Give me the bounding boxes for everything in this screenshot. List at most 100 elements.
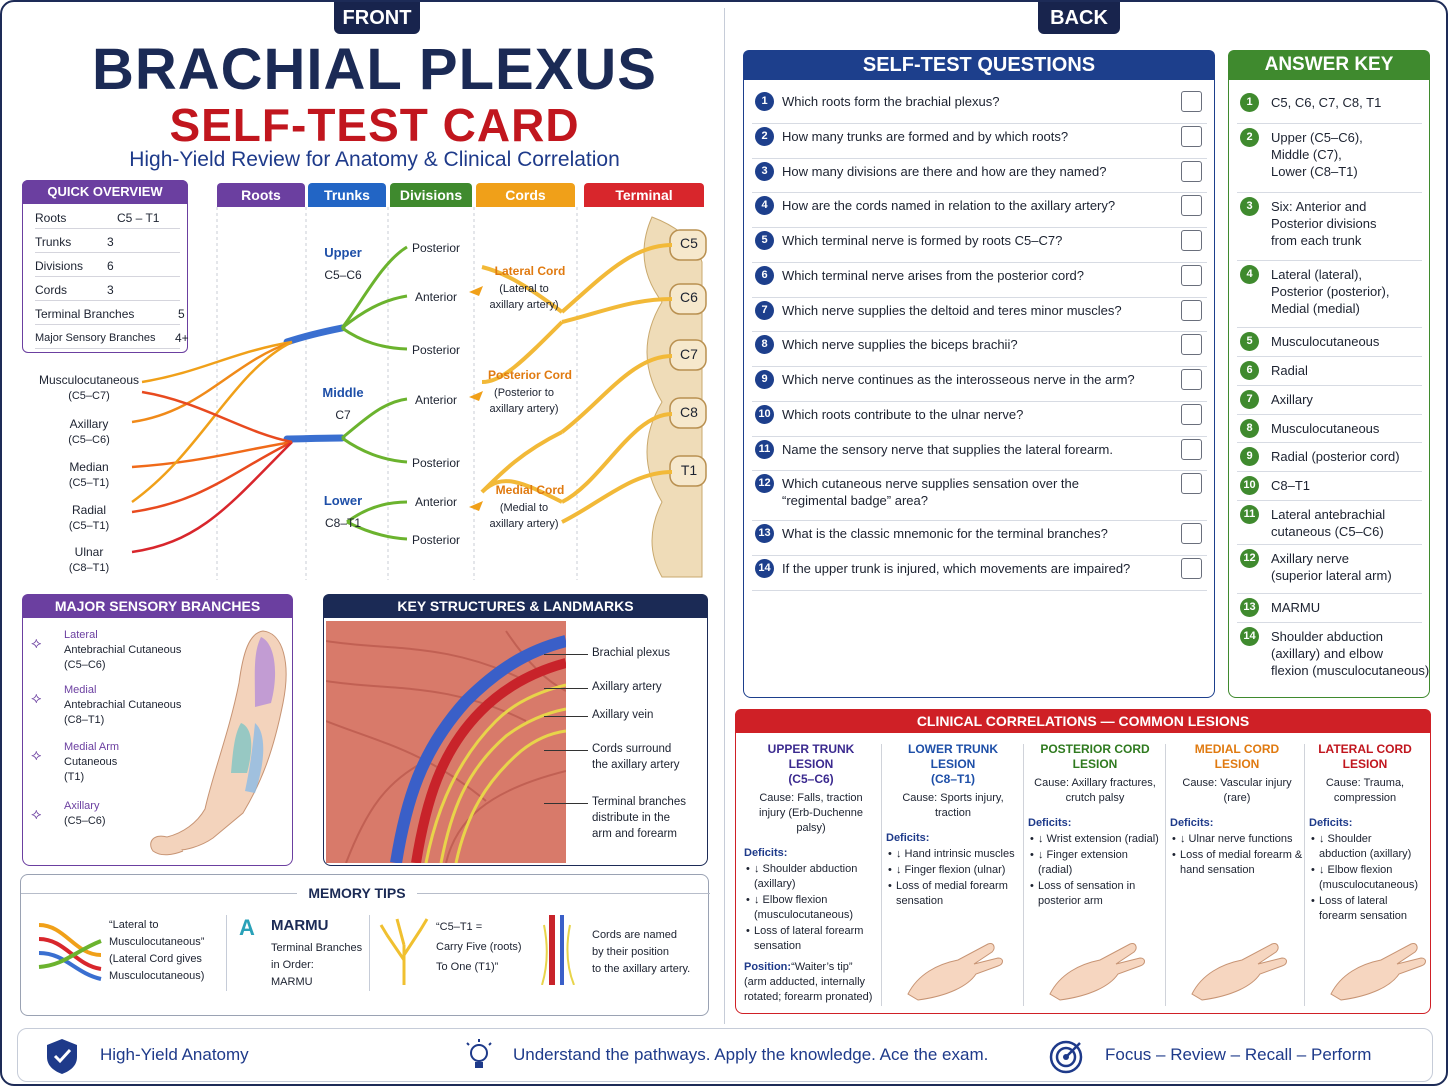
answer-text: Axillary: [1271, 391, 1313, 408]
question-text: Name the sensory nerve that supplies the…: [782, 441, 1113, 458]
question-checkbox[interactable]: [1181, 404, 1202, 425]
question-checkbox[interactable]: [1181, 334, 1202, 355]
question-checkbox[interactable]: [1181, 230, 1202, 251]
vertebra-label: C5: [680, 235, 698, 251]
lesion-column: LOWER TRUNK LESION(C8–T1)Cause: Sports i…: [886, 742, 1020, 1002]
question-text: Which cutaneous nerve supplies sensation…: [782, 475, 1079, 509]
question-checkbox[interactable]: [1181, 265, 1202, 286]
sensory-line: Antebrachial Cutaneous: [64, 699, 182, 711]
deficit-item: ↓ Finger extension (radial): [1028, 848, 1162, 878]
memory-tip3: “C5–T1 =Carry Five (roots)To One (T1)”: [436, 917, 522, 977]
question-text: If the upper trunk is injured, which mov…: [782, 560, 1130, 577]
cord-desc: (Posterior to: [494, 387, 554, 399]
memory-line: “C5–T1 =: [436, 921, 483, 933]
arm-illustration: [150, 630, 287, 856]
question-number: 11: [755, 440, 774, 459]
question-line: “regimental badge” area?: [782, 493, 928, 508]
overview-value: 3: [107, 235, 114, 249]
question-number: 4: [755, 196, 774, 215]
question-row: 12 Which cutaneous nerve supplies sensati…: [752, 471, 1207, 521]
key-structures-header: KEY STRUCTURES & LANDMARKS: [323, 594, 708, 618]
landmark-label: Terminal branches: [592, 796, 686, 808]
question-number: 8: [755, 335, 774, 354]
hand-illustration: [1191, 943, 1287, 1001]
landmark-label: arm and forearm: [592, 828, 678, 840]
question-line: How many divisions are there and how are…: [782, 164, 1107, 179]
terminal-lines: [131, 340, 293, 554]
deficits-list: ↓ Shoulder abduction (axillary)↓ Elbow f…: [1309, 832, 1421, 924]
overview-key: Roots: [35, 211, 67, 225]
lesion-cause: Cause: Vascular injury(rare): [1170, 776, 1304, 806]
memory-line: Terminal Branches: [271, 942, 363, 954]
cord-desc: (Medial to: [499, 502, 549, 514]
landmark-label: Cords surround: [592, 743, 672, 755]
cord-name: Medial Cord: [495, 483, 565, 497]
question-number: 3: [755, 162, 774, 181]
answer-line: Shoulder abduction: [1271, 629, 1384, 644]
spine-illustration: [643, 216, 707, 578]
deficits-list: ↓ Ulnar nerve functionsLoss of medial fo…: [1170, 832, 1304, 878]
question-line: Name the sensory nerve that supplies the…: [782, 442, 1113, 457]
question-number: 12: [755, 474, 774, 493]
cause-line: Cause: Falls, traction: [759, 792, 863, 804]
trunk-name: Lower: [323, 493, 363, 508]
key-structures-panel: KEY STRUCTURES & LANDMARKS Brachial plex…: [323, 594, 708, 866]
anatomy-illustration: [326, 621, 566, 863]
question-text: Which nerve continues as the interosseou…: [782, 371, 1135, 388]
lesion-title: LATERAL CORD: [1318, 742, 1412, 756]
overview-key: Trunks: [35, 235, 72, 249]
answer-line: flexion (musculocutaneous): [1271, 663, 1430, 678]
cause-line: Cause: Axillary fractures,: [1034, 777, 1156, 789]
cause-line: (rare): [1223, 792, 1251, 804]
deficits-label: Deficits:: [1170, 817, 1214, 829]
question-checkbox[interactable]: [1181, 523, 1202, 544]
mnemonic-marmu: MARMU: [271, 917, 329, 934]
division-label: Posterior: [411, 241, 461, 255]
question-checkbox[interactable]: [1181, 300, 1202, 321]
nerve-icon: ⟡: [31, 690, 42, 707]
divisions-lines: [340, 245, 408, 541]
roots-lines: [480, 243, 673, 524]
question-checkbox[interactable]: [1181, 369, 1202, 390]
nerve-icon: ⟡: [31, 635, 42, 652]
subtitle: High-Yield Review for Anatomy & Clinical…: [129, 148, 620, 171]
memory-line: MARMU: [271, 976, 313, 988]
overview-value: 5: [178, 307, 185, 321]
nerve-icon: ⟡: [31, 747, 42, 764]
question-line: Which roots contribute to the ulnar nerv…: [782, 407, 1024, 422]
question-checkbox[interactable]: [1181, 126, 1202, 147]
question-checkbox[interactable]: [1181, 439, 1202, 460]
lightbulb-icon: [466, 1039, 492, 1068]
column-divider: [1165, 744, 1166, 1006]
memory-line: Musculocutaneous): [109, 970, 205, 982]
pointer-line: [544, 688, 588, 689]
question-checkbox[interactable]: [1181, 161, 1202, 182]
question-checkbox[interactable]: [1181, 91, 1202, 112]
front-tab: FRONT: [334, 2, 420, 34]
answer-line: Lower (C8–T1): [1271, 164, 1358, 179]
answer-number: 1: [1240, 93, 1259, 112]
question-checkbox[interactable]: [1181, 473, 1202, 494]
question-checkbox[interactable]: [1181, 195, 1202, 216]
question-number: 1: [755, 92, 774, 111]
vertebra-label: C7: [680, 346, 698, 362]
cord-arrows: [469, 286, 483, 511]
answer-text: C5, C6, C7, C8, T1: [1271, 94, 1381, 111]
center-divider: [724, 8, 725, 1024]
question-checkbox[interactable]: [1181, 558, 1202, 579]
answer-text: Axillary nerve(superior lateral arm): [1271, 550, 1392, 584]
title-line1: BRACHIAL PLEXUS: [92, 37, 657, 102]
lesion-column: UPPER TRUNK LESION(C5–C6)Cause: Falls, t…: [744, 742, 878, 1003]
